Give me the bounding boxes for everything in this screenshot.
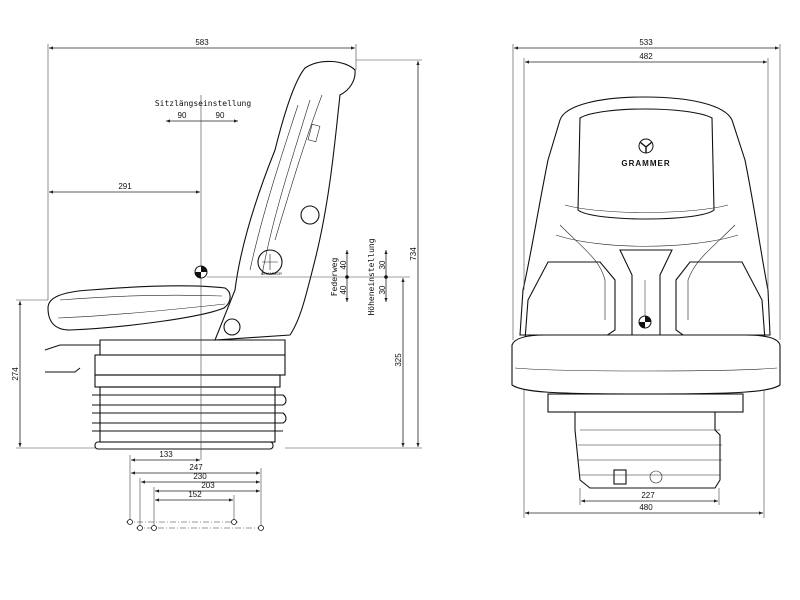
front-brand-label: GRAMMER — [621, 159, 670, 168]
front-view: GRAMMER 533 482 227 480 — [511, 38, 781, 518]
grammer-logo-icon — [638, 138, 654, 154]
seat-reference-point-icon — [194, 265, 208, 279]
dim-325: 325 — [394, 353, 403, 367]
fore-aft-label: Sitzlängseinstellung — [155, 99, 252, 108]
fore-aft-back-value: 90 — [178, 111, 187, 120]
dim-203: 203 — [201, 481, 215, 490]
side-seat-outline: GRAMMER — [44, 60, 356, 450]
dim-482: 482 — [639, 52, 653, 61]
mounting-hole-icons — [127, 519, 264, 531]
side-brand-label: GRAMMER — [261, 271, 282, 276]
front-seat-outline: GRAMMER — [511, 96, 781, 489]
dim-133: 133 — [159, 450, 173, 459]
height-adjust-label: Höheneinstellung — [367, 238, 376, 315]
side-view: GRAMMER 583 291 Sitzlängseinstellung 90 … — [11, 38, 422, 531]
dim-533: 533 — [639, 38, 653, 47]
height-down-value: 30 — [378, 285, 387, 294]
dim-227: 227 — [641, 491, 655, 500]
dim-583: 583 — [195, 38, 209, 47]
dim-247: 247 — [189, 463, 203, 472]
dim-274: 274 — [11, 367, 20, 381]
seat-reference-point-icon — [638, 315, 652, 329]
dim-152: 152 — [188, 490, 202, 499]
fore-aft-forward-value: 90 — [216, 111, 225, 120]
dim-480: 480 — [639, 503, 653, 512]
dim-734: 734 — [409, 247, 418, 261]
dim-291: 291 — [118, 182, 132, 191]
height-up-value: 30 — [378, 260, 387, 269]
dim-230: 230 — [193, 472, 207, 481]
suspension-down-value: 40 — [339, 285, 348, 294]
suspension-up-value: 40 — [339, 260, 348, 269]
suspension-travel-label: Federweg — [330, 258, 339, 297]
